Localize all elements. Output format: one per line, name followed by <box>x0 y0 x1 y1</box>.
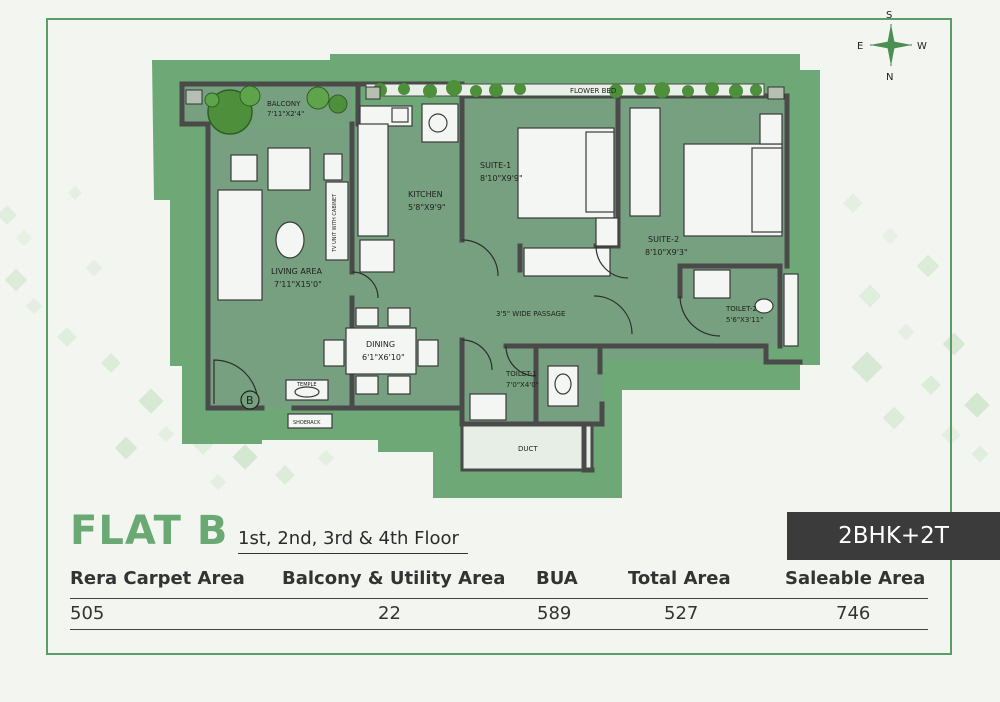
compass-rose <box>870 24 912 66</box>
passage-label: 3'5" WIDE PASSAGE <box>496 310 565 318</box>
temple-label: TEMPLE <box>296 382 317 388</box>
flower-bed-label: FLOWER BED <box>570 87 616 95</box>
shoerack <box>287 413 333 429</box>
compass-west: W <box>917 41 927 52</box>
sofa <box>217 189 263 301</box>
toilet2-label: TOILET-2 <box>725 305 757 313</box>
toilet1-size: 7'0"X4'0" <box>506 381 539 389</box>
area-table-bottom-rule <box>70 629 928 630</box>
balcony-plants <box>204 85 348 135</box>
value-saleable-area: 746 <box>836 603 871 624</box>
entry-marker-circle <box>240 390 260 410</box>
compass-south: S <box>886 10 892 21</box>
area-table: Rera Carpet Area Balcony & Utility Area … <box>70 568 928 630</box>
header-saleable-area: Saleable Area <box>785 568 926 589</box>
value-rera-carpet-area: 505 <box>70 603 105 624</box>
flat-floors: 1st, 2nd, 3rd & 4th Floor <box>238 528 459 549</box>
wardrobe-suite2 <box>629 107 661 217</box>
page-frame <box>46 18 952 655</box>
header-balcony-utility-area: Balcony & Utility Area <box>282 568 506 589</box>
suite2-size: 8'10"X9'3" <box>645 248 688 257</box>
area-table-row: 505 22 589 527 746 <box>70 599 928 629</box>
header-rera-carpet-area: Rera Carpet Area <box>70 568 245 589</box>
dining-size: 6'1"X6'10" <box>362 353 405 362</box>
area-table-header: Rera Carpet Area Balcony & Utility Area … <box>70 568 928 598</box>
suite2-label: SUITE-2 <box>648 235 679 244</box>
wardrobe-suite1 <box>523 247 611 277</box>
balcony-label: BALCONY <box>267 100 301 108</box>
flat-type-badge: 2BHK+2T <box>787 512 1000 560</box>
living-label: LIVING AREA <box>271 267 322 276</box>
suite1-size: 8'10"X9'9" <box>480 174 523 183</box>
header-bua: BUA <box>536 568 578 589</box>
kitchen-size: 5'8"X9'9" <box>408 203 446 212</box>
kitchen-label: KITCHEN <box>408 190 443 199</box>
dining-label: DINING <box>366 340 395 349</box>
duct-label: DUCT <box>518 445 538 453</box>
entry-marker: B <box>246 394 254 407</box>
shoerack-label: SHOERACK <box>293 420 321 426</box>
balcony-size: 7'11"X2'4" <box>267 110 304 118</box>
compass-east: E <box>857 41 863 52</box>
value-total-area: 527 <box>664 603 699 624</box>
duct <box>460 422 594 472</box>
toilet2-size: 5'6"X3'11" <box>726 316 763 324</box>
toilet1-label: TOILET-1 <box>505 370 537 378</box>
coffee-table <box>275 221 305 259</box>
tv-unit <box>325 181 349 261</box>
value-bua: 589 <box>537 603 572 624</box>
suite1-label: SUITE-1 <box>480 161 511 170</box>
header-total-area: Total Area <box>628 568 731 589</box>
area-table-divider <box>70 598 928 599</box>
floors-underline <box>238 553 468 554</box>
living-size: 7'11"X15'0" <box>274 280 322 289</box>
dining-table <box>345 327 417 375</box>
tv-unit-label: TV UNIT WITH CABINET <box>332 193 338 253</box>
value-balcony-utility-area: 22 <box>378 603 401 624</box>
compass-north: N <box>886 72 893 83</box>
flower-bed-plants <box>373 80 762 98</box>
flat-title: FLAT B <box>70 508 229 554</box>
